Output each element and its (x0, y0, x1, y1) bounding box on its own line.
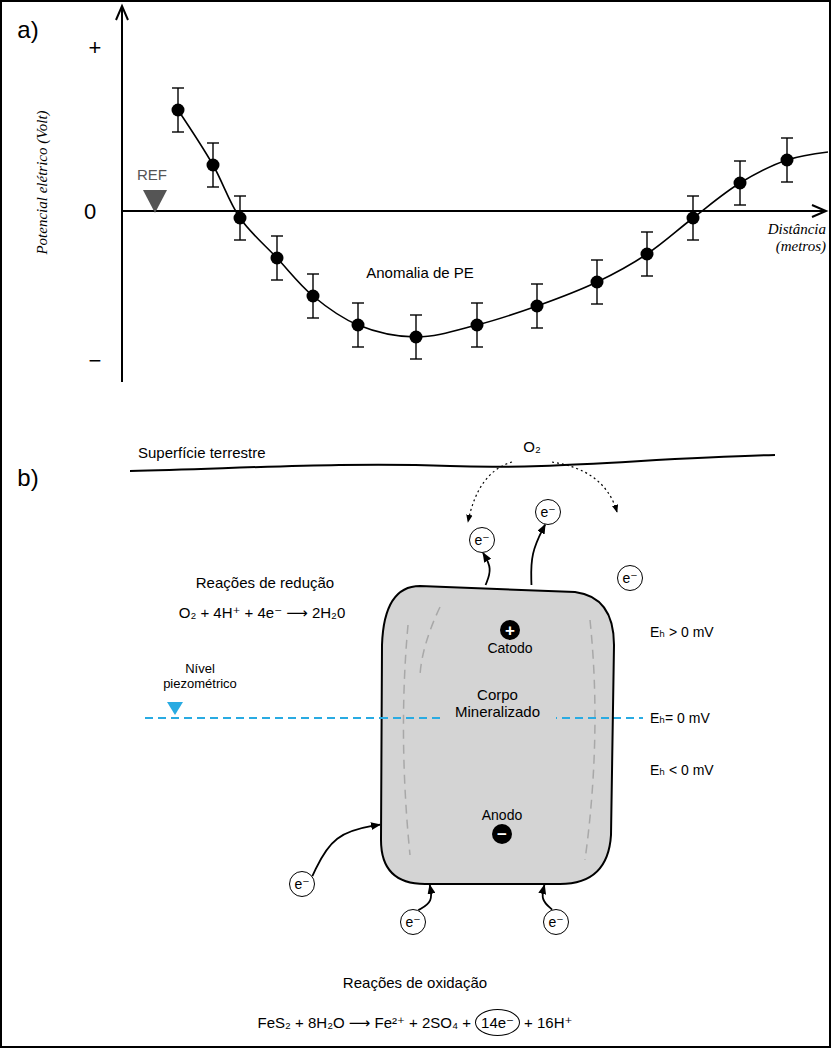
reaction-title: Reações de redução (196, 574, 334, 591)
data-point (352, 319, 365, 332)
redox-potential: Eₕ < 0 mV (650, 762, 714, 778)
potential-curve (172, 88, 829, 359)
circled-electrons: 14e⁻ (475, 1009, 520, 1036)
data-point (307, 290, 320, 303)
water-table-label: Nível piezométrico (155, 661, 245, 691)
water-table-marker (167, 702, 183, 715)
error-bar (641, 232, 654, 276)
ore-body: Corpo Mineralizado +CatodoAnodo− (380, 585, 615, 885)
node-text: e⁻ (294, 877, 309, 891)
node-text: 14e⁻ (481, 1014, 514, 1031)
reduction-equation: O₂ + 4H⁺ + 4e⁻ ⟶ 2H₂0 (179, 604, 346, 621)
oxygen-arrow (552, 462, 617, 512)
error-bar (471, 303, 484, 347)
cathode-pole: +Catodo (485, 620, 534, 657)
data-point (207, 159, 220, 172)
electron-flow-arrow (543, 885, 552, 910)
data-point (531, 300, 544, 313)
y-axis-arrow (116, 6, 128, 20)
node-text: e⁻ (548, 915, 563, 929)
data-point (734, 177, 747, 190)
data-point (271, 252, 284, 265)
x-axis (122, 210, 826, 212)
water-table-line (145, 717, 643, 719)
data-point (471, 319, 484, 332)
axis-zero: 0 (84, 199, 96, 224)
node-text: + (500, 620, 520, 640)
anomaly-curve (178, 110, 828, 337)
electron-circle: e⁻ (617, 565, 643, 591)
oxygen-label: O₂ (523, 438, 541, 455)
axis-title: Distância (metros) (756, 221, 826, 255)
electron-flow-arrow (483, 553, 490, 585)
error-bar (352, 303, 365, 347)
panel-label: a) (17, 16, 38, 44)
electron-circle: e⁻ (289, 871, 315, 897)
data-point (410, 331, 423, 344)
redox-potential: Eₕ= 0 mV (650, 710, 710, 726)
data-point (781, 154, 794, 167)
electron-circle: e⁻ (400, 909, 426, 935)
y-axis (121, 7, 123, 382)
node-text: Anodo (480, 807, 524, 824)
oxidation-equation: + 16H⁺ (524, 1014, 572, 1031)
error-bar (410, 315, 423, 359)
x-axis-arrow (812, 205, 826, 217)
anode-pole: Anodo− (480, 807, 524, 844)
electron-circle: e⁻ (535, 499, 561, 525)
error-bar (207, 143, 220, 187)
oxidation-equation: FeS₂ + 8H₂O ⟶ Fe²⁺ + 2SO₄ + (258, 1014, 472, 1031)
node-text: e⁻ (405, 915, 420, 929)
electron-flow-arrow (312, 825, 380, 877)
electron-flow-arrow (531, 525, 545, 585)
oxygen-arrow (468, 462, 512, 522)
data-point (641, 248, 654, 261)
reaction-title: Reações de oxidação (343, 974, 487, 991)
reference-label: REF (137, 166, 167, 183)
node-text: e⁻ (622, 571, 637, 585)
axis-sign: − (89, 348, 102, 373)
error-bar (307, 274, 320, 318)
anomaly-label: Anomalia de PE (366, 264, 474, 281)
node-text: e⁻ (540, 505, 555, 519)
node-text: e⁻ (474, 533, 489, 547)
axis-sign: + (89, 35, 102, 60)
vein-line (585, 620, 595, 860)
redox-potential: Eₕ > 0 mV (650, 624, 714, 640)
error-bar (687, 196, 700, 240)
panel-label: b) (17, 464, 38, 492)
data-point (234, 212, 247, 225)
data-point (591, 276, 604, 289)
error-bar (172, 88, 185, 132)
error-bar (734, 161, 747, 205)
reference-marker (143, 190, 167, 213)
axis-title: Potencial elétrico (Volt) (34, 110, 51, 254)
error-bar (591, 260, 604, 304)
data-point (687, 212, 700, 225)
electron-circle: e⁻ (469, 527, 495, 553)
ore-body-shape (381, 586, 614, 884)
surface-label: Superfície terrestre (138, 444, 266, 461)
electron-flow-arrow (418, 885, 431, 910)
vein-line (403, 625, 410, 855)
error-bar (271, 236, 284, 280)
error-bar (781, 138, 794, 182)
error-bar (234, 196, 247, 240)
node-text: Corpo Mineralizado (440, 686, 556, 720)
node-text: Catodo (485, 640, 534, 657)
electron-circle: e⁻ (543, 909, 569, 935)
data-point (172, 104, 185, 117)
error-bar (531, 284, 544, 328)
vein-line (420, 607, 440, 675)
node-text: − (492, 824, 512, 844)
